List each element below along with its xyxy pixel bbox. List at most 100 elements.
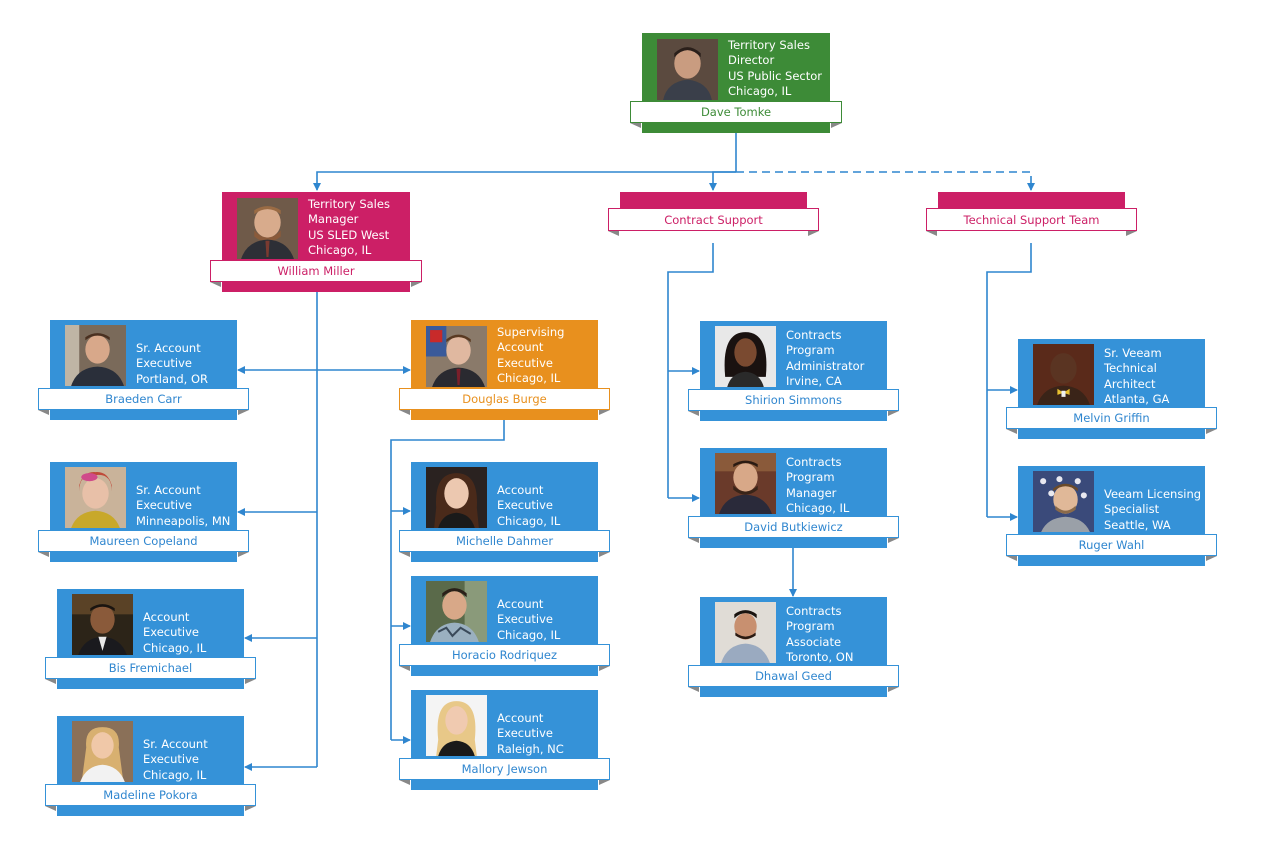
david-title: Contracts Program Manager Chicago, IL (786, 455, 849, 517)
card-ruger-wahl[interactable]: Veeam Licensing Specialist Seattle, WA R… (1006, 466, 1217, 566)
title-line: Supervising (497, 325, 565, 339)
card-dhawal-geed[interactable]: Contracts Program Associate Toronto, ON … (688, 597, 899, 697)
photo-david-butkiewicz (715, 453, 776, 514)
name-label: William Miller (210, 260, 422, 287)
card-shirion-simmons[interactable]: Contracts Program Administrator Irvine, … (688, 321, 899, 421)
title-line: Territory Sales (728, 38, 810, 52)
photo-madeline-pokora (72, 721, 133, 782)
title-line: Executive (136, 356, 192, 371)
card-melvin-griffin[interactable]: Sr. Veeam Technical Architect Atlanta, G… (1006, 339, 1217, 439)
name-label: Ruger Wahl (1006, 534, 1217, 561)
title-line: Architect (1104, 376, 1156, 391)
name-label: Horacio Rodriquez (399, 644, 610, 671)
photo-mallory-jewson (426, 695, 487, 756)
connector-supervisor-trunk (390, 420, 505, 740)
connector-technical-trunk (986, 243, 1032, 517)
title-line: Sr. Account (136, 341, 201, 355)
melvin-title: Sr. Veeam Technical Architect Atlanta, G… (1104, 346, 1169, 408)
dept-technical-support[interactable]: Technical Support Team (926, 192, 1137, 240)
manager-title: Territory Sales Manager US SLED West Chi… (308, 197, 390, 259)
name-label: Bis Fremichael (45, 657, 256, 684)
madeline-title: Sr. Account Executive Chicago, IL (143, 737, 208, 783)
name-label: Braeden Carr (38, 388, 249, 415)
michelle-title: Account Executive Chicago, IL (497, 483, 560, 529)
mallory-title: Account Executive Raleigh, NC (497, 711, 564, 757)
card-supervisor[interactable]: Supervising Account Executive Chicago, I… (399, 320, 610, 420)
maureen-title: Sr. Account Executive Minneapolis, MN (136, 483, 230, 529)
photo-ruger-wahl (1033, 471, 1094, 532)
title-line: Contracts (786, 455, 842, 469)
director-title: Territory Sales Director US Public Secto… (728, 38, 822, 100)
title-line: Contracts (786, 328, 842, 342)
card-mallory-jewson[interactable]: Account Executive Raleigh, NC Mallory Je… (399, 690, 610, 790)
title-line: Executive (497, 726, 553, 741)
title-line: Portland, OR (136, 371, 208, 386)
title-line: Administrator (786, 358, 865, 373)
title-line: Executive (143, 625, 199, 640)
dept-bar (620, 192, 807, 208)
title-line: Technical (1104, 361, 1157, 376)
card-braeden-carr[interactable]: Sr. Account Executive Portland, OR Braed… (38, 320, 249, 420)
title-line: Toronto, ON (786, 650, 854, 665)
photo-shirion-simmons (715, 326, 776, 387)
dept-label: Contract Support (608, 208, 819, 236)
title-line: Sr. Account (143, 737, 208, 751)
title-line: Chicago, IL (497, 513, 561, 528)
title-line: Executive (136, 498, 192, 513)
card-maureen-copeland[interactable]: Sr. Account Executive Minneapolis, MN Ma… (38, 462, 249, 562)
name-label: Dave Tomke (630, 101, 842, 128)
title-line: Program (786, 619, 835, 634)
title-line: Chicago, IL (143, 767, 207, 782)
title-line: Manager (786, 485, 837, 500)
shirion-title: Contracts Program Administrator Irvine, … (786, 328, 864, 390)
title-line: Account (497, 711, 544, 725)
braeden-title: Sr. Account Executive Portland, OR (136, 341, 208, 387)
card-michelle-dahmer[interactable]: Account Executive Chicago, IL Michelle D… (399, 462, 610, 562)
dhawal-title: Contracts Program Associate Toronto, ON (786, 604, 853, 666)
card-manager[interactable]: Territory Sales Manager US SLED West Chi… (210, 192, 422, 292)
name-label: David Butkiewicz (688, 516, 899, 543)
photo-horacio-rodriquez (426, 581, 487, 642)
connector-to-manager (313, 171, 736, 191)
card-david-butkiewicz[interactable]: Contracts Program Manager Chicago, IL Da… (688, 448, 899, 548)
title-line: Executive (497, 498, 553, 513)
photo-braeden-carr (65, 325, 126, 386)
title-line: Territory Sales (308, 197, 390, 211)
title-line: Chicago, IL (728, 84, 792, 99)
title-line: Executive (143, 752, 199, 767)
name-label: Melvin Griffin (1006, 407, 1217, 434)
title-line: Irvine, CA (786, 374, 842, 389)
title-line: Minneapolis, MN (136, 513, 231, 528)
title-line: Program (786, 470, 835, 485)
photo-director (657, 39, 718, 100)
title-line: Sr. Veeam (1104, 346, 1162, 360)
dept-label: Technical Support Team (926, 208, 1137, 236)
title-line: Raleigh, NC (497, 741, 564, 756)
card-madeline-pokora[interactable]: Sr. Account Executive Chicago, IL Madeli… (45, 716, 256, 816)
title-line: Account (497, 483, 544, 497)
supervisor-title: Supervising Account Executive Chicago, I… (497, 325, 564, 387)
dept-contract-support[interactable]: Contract Support (608, 192, 819, 240)
title-line: Account (143, 610, 190, 624)
title-line: Executive (497, 355, 553, 370)
title-line: Chicago, IL (497, 371, 561, 386)
connector-contract-trunk (667, 243, 714, 498)
card-horacio-rodriquez[interactable]: Account Executive Chicago, IL Horacio Ro… (399, 576, 610, 676)
title-line: Chicago, IL (143, 640, 207, 655)
connector-to-technical (736, 171, 1035, 191)
name-label: Mallory Jewson (399, 758, 610, 785)
title-line: Chicago, IL (308, 243, 372, 258)
title-line: Atlanta, GA (1104, 392, 1170, 407)
title-line: US Public Sector (728, 68, 823, 83)
card-director[interactable]: Territory Sales Director US Public Secto… (630, 33, 842, 133)
name-label: Dhawal Geed (688, 665, 899, 692)
title-line: Executive (497, 612, 553, 627)
photo-manager (237, 198, 298, 259)
photo-michelle-dahmer (426, 467, 487, 528)
title-line: Associate (786, 634, 842, 649)
title-line: Chicago, IL (786, 501, 850, 516)
card-bis-fremichael[interactable]: Account Executive Chicago, IL Bis Fremic… (45, 589, 256, 689)
title-line: Chicago, IL (497, 627, 561, 642)
photo-bis-fremichael (72, 594, 133, 655)
